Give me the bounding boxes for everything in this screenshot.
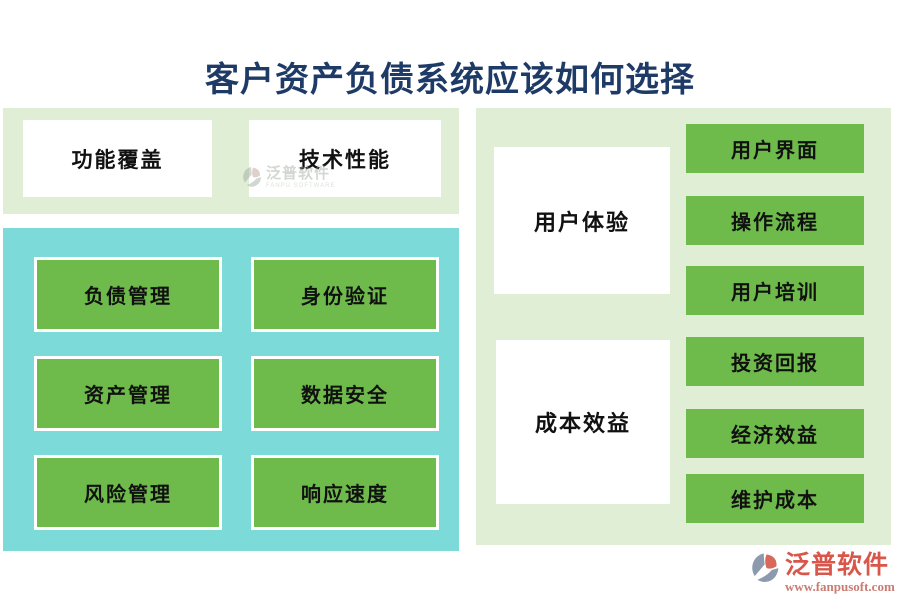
box-user-interface-label: 用户界面 bbox=[731, 140, 819, 162]
panel-feature-grid: 负债管理 身份验证 资产管理 数据安全 风险管理 响应速度 bbox=[3, 228, 459, 551]
box-response-speed-label: 响应速度 bbox=[301, 484, 389, 506]
box-user-training-label: 用户培训 bbox=[731, 282, 819, 304]
box-cost-benefit: 成本效益 bbox=[496, 340, 670, 504]
panel-experience-cost: 用户体验 成本效益 用户界面 操作流程 用户培训 投资回报 经济效益 维护成本 bbox=[476, 108, 891, 545]
box-maintenance-cost: 维护成本 bbox=[686, 474, 864, 523]
box-technical-performance: 技术性能 bbox=[249, 120, 441, 197]
page-title: 客户资产负债系统应该如何选择 bbox=[205, 62, 695, 99]
box-function-coverage: 功能覆盖 bbox=[23, 120, 212, 197]
box-economic-benefit: 经济效益 bbox=[686, 409, 864, 458]
box-data-security-label: 数据安全 bbox=[301, 385, 389, 407]
box-economic-benefit-label: 经济效益 bbox=[731, 425, 819, 447]
box-operation-flow-label: 操作流程 bbox=[731, 212, 819, 234]
brand-name: 泛普软件 bbox=[785, 552, 890, 579]
box-liability-management-label: 负债管理 bbox=[84, 286, 172, 308]
box-user-experience: 用户体验 bbox=[494, 147, 670, 294]
box-risk-management: 风险管理 bbox=[34, 455, 222, 530]
box-asset-management-label: 资产管理 bbox=[84, 385, 172, 407]
box-data-security: 数据安全 bbox=[251, 356, 439, 431]
box-investment-return: 投资回报 bbox=[686, 337, 864, 386]
box-asset-management: 资产管理 bbox=[34, 356, 222, 431]
fanpu-brand-icon bbox=[752, 552, 781, 584]
brand-url: www.fanpusoft.com bbox=[785, 579, 895, 594]
box-user-training: 用户培训 bbox=[686, 266, 864, 315]
box-cost-benefit-label: 成本效益 bbox=[534, 411, 631, 436]
box-maintenance-cost-label: 维护成本 bbox=[731, 490, 819, 512]
box-risk-management-label: 风险管理 bbox=[84, 484, 172, 506]
box-identity-verification-label: 身份验证 bbox=[301, 286, 389, 308]
box-user-interface: 用户界面 bbox=[686, 124, 864, 173]
box-technical-performance-label: 技术性能 bbox=[299, 147, 391, 172]
box-liability-management: 负债管理 bbox=[34, 257, 222, 332]
brand-logo: 泛普软件 www.fanpusoft.com bbox=[752, 552, 895, 593]
box-user-experience-label: 用户体验 bbox=[533, 209, 630, 235]
box-operation-flow: 操作流程 bbox=[686, 196, 864, 245]
box-response-speed: 响应速度 bbox=[251, 455, 439, 530]
box-function-coverage-label: 功能覆盖 bbox=[71, 147, 164, 172]
box-investment-return-label: 投资回报 bbox=[731, 353, 819, 375]
panel-function-tech: 功能覆盖 技术性能 bbox=[3, 108, 459, 214]
box-identity-verification: 身份验证 bbox=[251, 257, 439, 332]
